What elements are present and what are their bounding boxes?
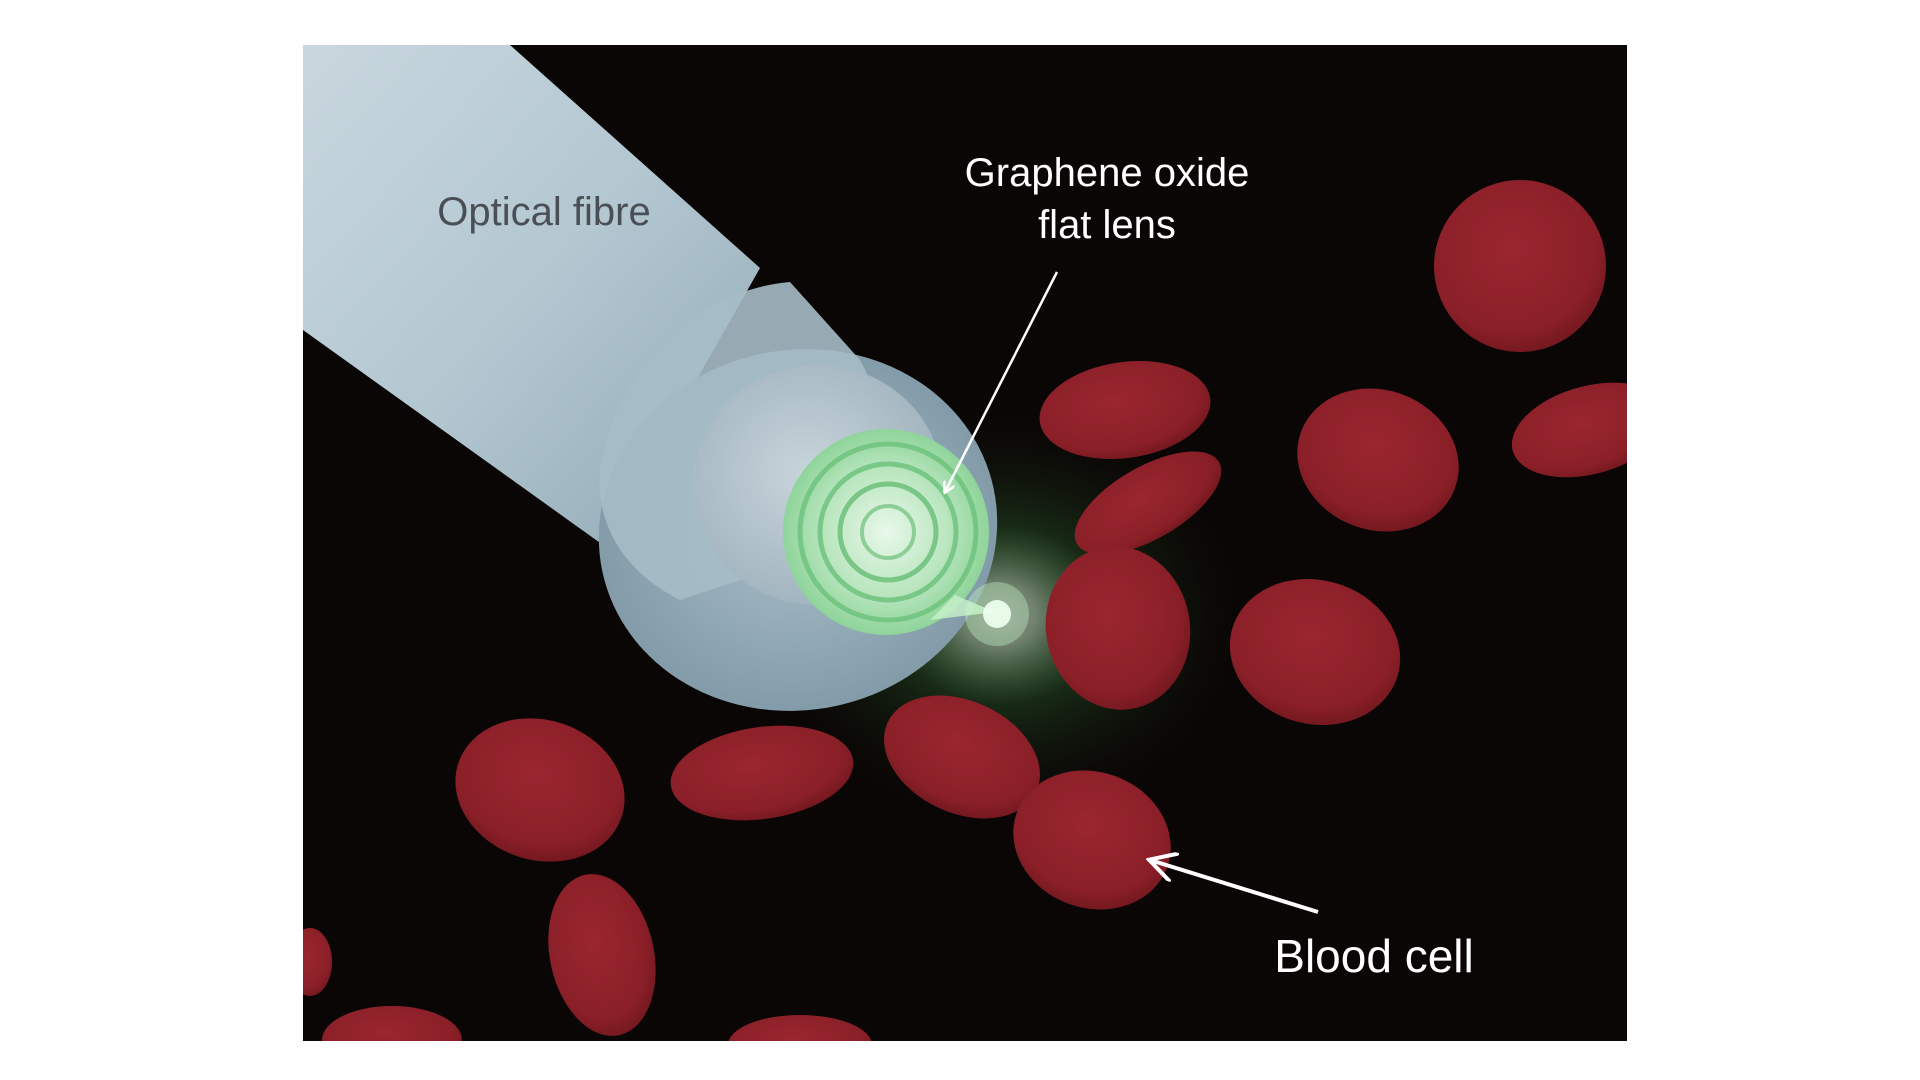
blood-cell <box>670 725 854 821</box>
optical-fibre-label: Optical fibre <box>437 190 650 234</box>
lens-pointer-arrow <box>945 271 1059 492</box>
blood-cell <box>548 874 656 1036</box>
lens-ring <box>860 504 916 560</box>
blood-cell <box>303 928 332 996</box>
graphene-oxide-lens <box>783 429 989 635</box>
blood-cell <box>1045 546 1191 710</box>
blood-cell <box>455 718 625 862</box>
blood-cell <box>728 1015 872 1041</box>
blood-cell <box>1039 360 1211 460</box>
blood-cell-label: Blood cell <box>1274 930 1473 982</box>
blood-cell <box>1434 180 1606 352</box>
blood-cell <box>1297 388 1459 532</box>
lens-label-line2: flat lens <box>1038 203 1176 247</box>
light-cone <box>930 595 995 620</box>
lens-ring <box>817 461 959 603</box>
focal-spot-halo <box>965 582 1029 646</box>
blood-cell <box>1074 451 1222 555</box>
blood-cell <box>1013 770 1171 910</box>
lens-label-line1: Graphene oxide <box>965 151 1250 195</box>
focal-spot <box>983 600 1011 628</box>
blood-cell <box>884 695 1040 819</box>
optical-fibre <box>303 45 1029 711</box>
lens-disc <box>783 429 989 635</box>
lens-ring <box>837 481 939 583</box>
lens-ring <box>797 441 979 623</box>
blood-cell <box>1511 382 1627 478</box>
blood-cell-pointer-arrow <box>1150 860 1319 914</box>
blood-cells <box>303 180 1627 1041</box>
blood-cell <box>1229 578 1401 726</box>
blood-cell <box>322 1006 462 1041</box>
